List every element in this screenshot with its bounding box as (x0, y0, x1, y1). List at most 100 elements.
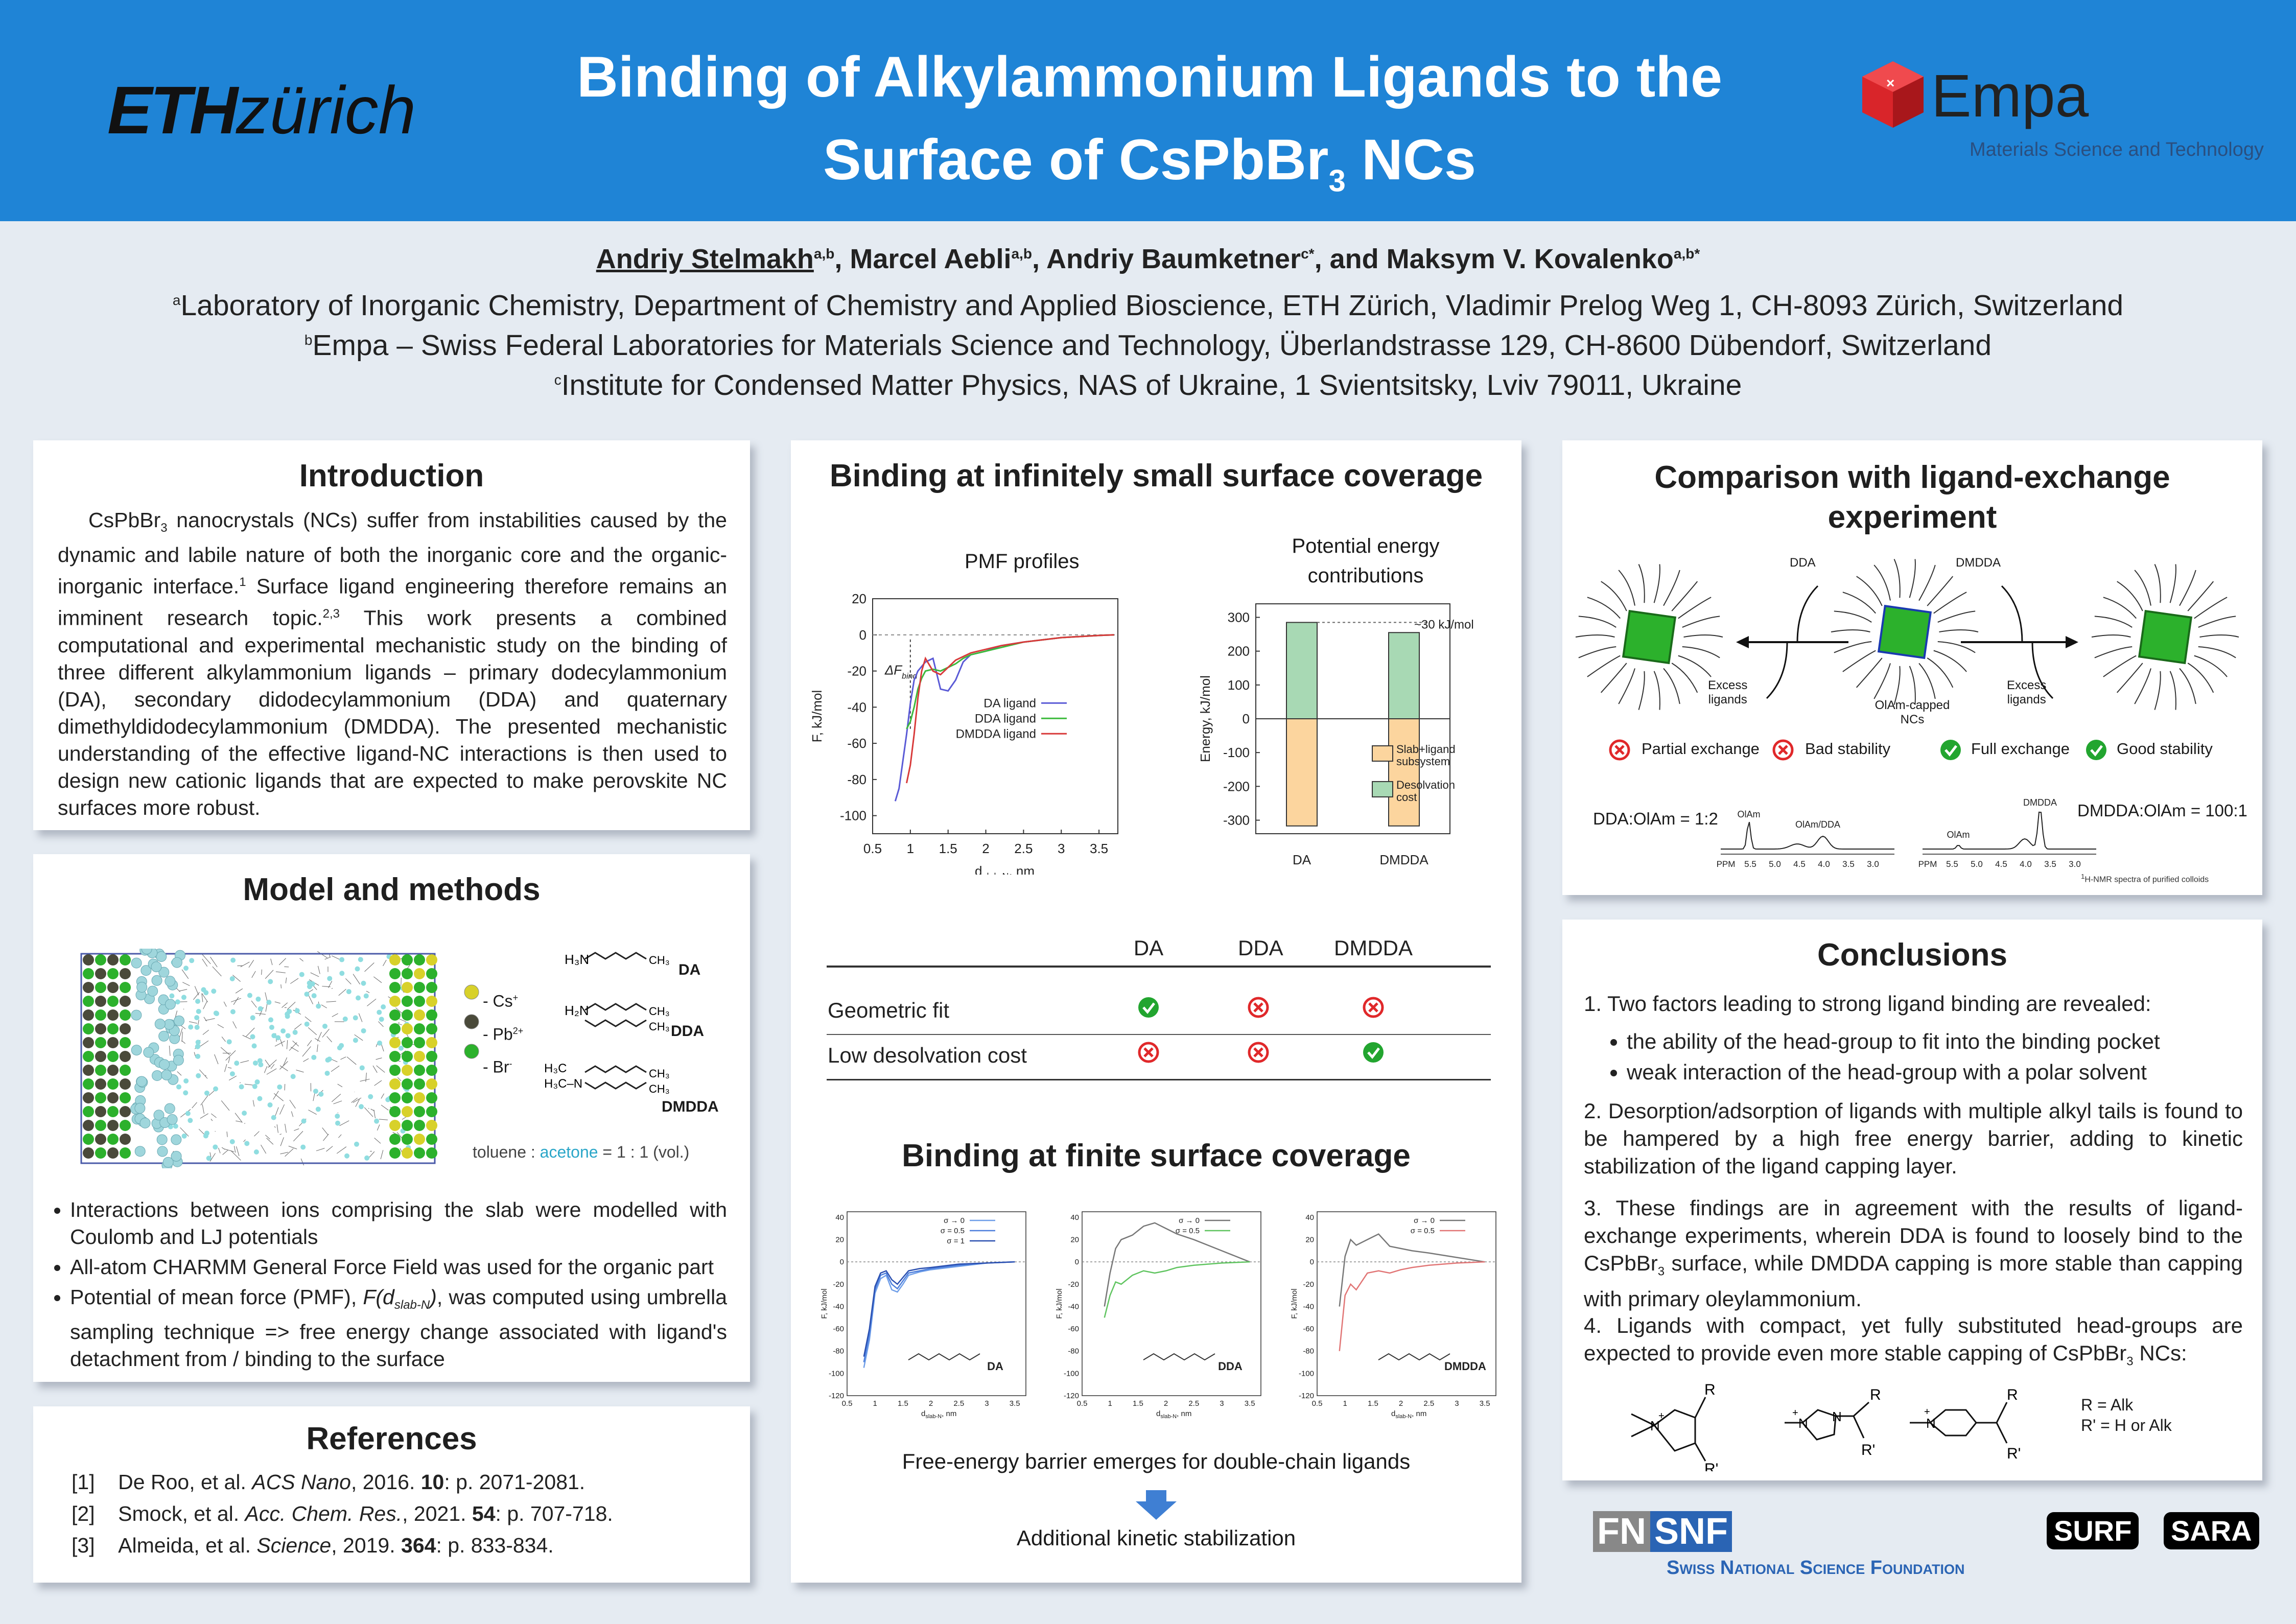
x-tick-label: 2 (1164, 1399, 1168, 1408)
slab-atom (426, 996, 437, 1007)
solvent-atom (185, 1111, 191, 1116)
solvent-bond (287, 1040, 288, 1049)
ligand-label-da: DA (678, 961, 701, 978)
table-check-marks (1138, 997, 1384, 1063)
nmr-peak-label: DMDDA (2023, 797, 2057, 808)
ligand-atom (136, 981, 148, 993)
solvent-atom (268, 1017, 274, 1023)
solvent-bond (332, 1013, 338, 1017)
slab-atom (389, 1092, 401, 1103)
x-tick-label: 0.5 (1077, 1399, 1088, 1408)
y-tick-label: 40 (835, 1213, 844, 1222)
solvent-atom (175, 999, 180, 1005)
solvent-atom (195, 1040, 201, 1045)
solvent-bond (313, 985, 317, 990)
finite-series-1 (1339, 1261, 1485, 1351)
solvent-atom (255, 996, 261, 1002)
ligand-structures: H₃N H₂N H₃C H₃C–N CH₃ CH₃ CH₃ CH₃ CH₃ (544, 952, 670, 1095)
solvent-atom (335, 1120, 340, 1126)
finite-series-0 (863, 1261, 1015, 1368)
check-mark (1944, 745, 1957, 757)
conclusion-2: 2. Desorption/adsorption of ligands with… (1584, 1099, 2243, 1178)
bar-DMDDA-1 (1388, 632, 1420, 719)
slab-atom (426, 1037, 437, 1048)
solvent-bond (212, 966, 222, 977)
methods-bullet-2: All-atom CHARMM General Force Field was … (70, 1254, 727, 1281)
cross-mark (1253, 1002, 1263, 1013)
slab-atom (83, 996, 94, 1007)
svg-text:×: × (1886, 75, 1894, 91)
ligand-atom (152, 1070, 163, 1081)
ligand-atom (158, 967, 170, 978)
ligand-chain (2179, 668, 2196, 704)
solvent-bond (203, 1001, 207, 1009)
ligand-atom (147, 985, 158, 997)
svg-text:H₂N: H₂N (565, 1003, 589, 1018)
ligand-chain (1682, 616, 1720, 628)
introduction-text: CsPbBr3 nanocrystals (NCs) suffer from i… (58, 508, 728, 819)
solvent-bond (290, 978, 299, 984)
solvent-bond (351, 1097, 358, 1103)
ligand-atom (151, 975, 162, 986)
solvent-atom (250, 1015, 255, 1021)
nanocrystal (1575, 564, 1723, 710)
solvent-bond (240, 1060, 249, 1063)
nmr-peak-label: OlAm (1738, 809, 1761, 819)
solvent-bond (364, 1107, 373, 1117)
solvent-atom (258, 1062, 264, 1068)
solvent-bond (321, 1004, 327, 1008)
solvent-bond (189, 1021, 198, 1024)
references-panel: References [1] De Roo, et al. ACS Nano, … (33, 1406, 750, 1583)
slab-atom (107, 968, 119, 979)
ligand-chain (1683, 634, 1723, 638)
solvent-bond (381, 1093, 385, 1099)
references-title: References (306, 1421, 477, 1456)
slab-atom (414, 982, 425, 993)
slab-atom (414, 1092, 425, 1103)
solvent-atom (269, 1025, 274, 1030)
solvent-bond (287, 1002, 296, 1010)
ppm-tick-label: PPM (1717, 859, 1736, 869)
x-axis-label: dslab-N, nm (975, 863, 1035, 875)
solvent-bond (353, 974, 360, 984)
solvent-bond (194, 986, 199, 996)
slab-atom (107, 954, 119, 966)
solvent-bond (275, 971, 286, 973)
x-tick-label: 1 (1343, 1399, 1347, 1408)
panel-label: DA (987, 1360, 1003, 1373)
ligand-atom (167, 1114, 178, 1125)
solvent-atom (280, 1028, 286, 1034)
conclusion-3: 3. These findings are in agreement with … (1584, 1196, 2243, 1311)
ligand-chain (1873, 564, 1891, 601)
solvent-atom (377, 1009, 382, 1015)
slab-atom (95, 1037, 106, 1048)
title-line-2: Surface of CsPbBr3 NCs (823, 128, 1477, 198)
slab-atom (83, 1051, 94, 1062)
solvent-bond (316, 1148, 325, 1151)
ligand-chain (1834, 641, 1872, 653)
x-tick-label: 2 (1399, 1399, 1403, 1408)
y-tick-label: 0 (1243, 711, 1250, 726)
ppm-tick-label: 5.5 (1946, 859, 1958, 869)
solvent-bond (280, 984, 282, 988)
y-tick-label: -120 (1064, 1392, 1079, 1400)
cross-mark (1143, 1047, 1154, 1057)
y-tick-label: 100 (1228, 677, 1250, 693)
solvent-bond (201, 994, 203, 1002)
perovskite-slab-left (83, 954, 131, 1159)
solvent-bond (288, 1145, 297, 1149)
solvent-bond (280, 1039, 284, 1047)
svg-text:CH₃: CH₃ (649, 1020, 670, 1033)
solvent-bond (230, 1150, 241, 1161)
slab-atom (402, 1147, 413, 1159)
ligand-sketch (1378, 1353, 1450, 1361)
y-axis-label: F, kJ/mol (1055, 1288, 1064, 1319)
slab-atom (95, 1147, 106, 1159)
arrow-curve (2001, 585, 2023, 643)
solvent-bond (322, 1127, 329, 1135)
solvent-bond (378, 1021, 384, 1027)
slab-atom (120, 1106, 131, 1117)
solvent-bond (396, 1132, 403, 1139)
